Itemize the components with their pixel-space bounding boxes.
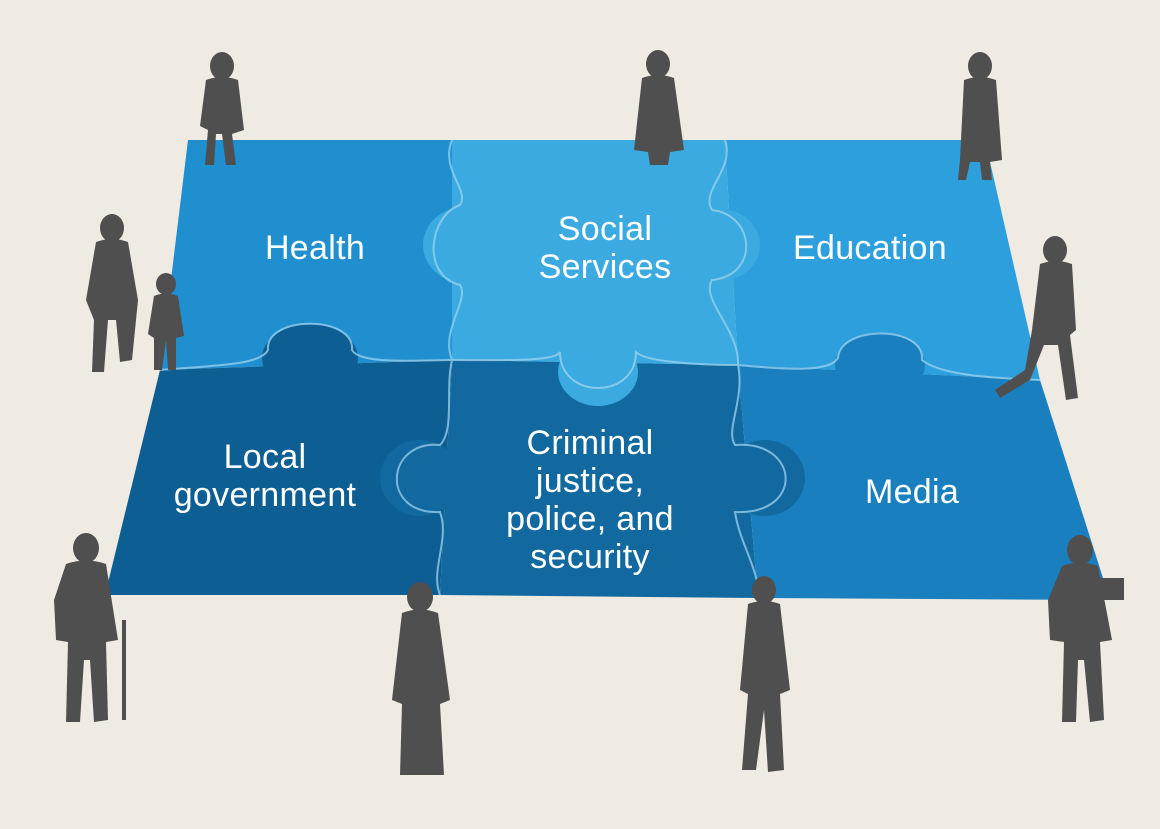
- figure-person-icon: [1048, 535, 1124, 722]
- puzzle-piece-health: [160, 140, 452, 370]
- label-local-government: Local government: [174, 438, 357, 514]
- knob-social-left: [423, 207, 507, 283]
- puzzle-piece-education: [725, 140, 1040, 380]
- knob-social-down: [558, 338, 638, 406]
- label-health-line: Health: [264, 229, 366, 267]
- puzzle-seams: [159, 139, 1041, 599]
- figure-person-icon: [958, 52, 1002, 180]
- puzzle-piece-media: [738, 365, 1110, 600]
- figure-child-icon: [148, 273, 184, 370]
- figure-person-icon: [392, 582, 450, 775]
- label-education: Education: [793, 229, 947, 267]
- figure-person-icon: [740, 576, 790, 772]
- figure-person-icon: [54, 533, 126, 722]
- figure-person-icon: [995, 236, 1078, 400]
- label-criminal-justice-line: security: [530, 538, 650, 576]
- label-criminal-justice-line: police, and: [506, 500, 674, 538]
- label-criminal-justice: Criminal justice, police, and security: [506, 424, 674, 576]
- label-local-government-line: Local: [223, 438, 307, 476]
- figure-person-icon: [86, 214, 138, 372]
- figure-person-icon: [634, 50, 684, 165]
- knob-education-down: [835, 333, 925, 397]
- puzzle-piece-local-government: [105, 360, 452, 595]
- figures: [54, 50, 1124, 775]
- puzzle-piece-social-services: [452, 140, 738, 365]
- figure-person-icon: [200, 52, 244, 165]
- label-health: Health: [265, 229, 365, 267]
- label-criminal-justice-line: Criminal: [526, 424, 654, 462]
- knob-criminal-left: [380, 440, 460, 516]
- puzzle-piece-criminal-justice: [440, 360, 758, 598]
- label-media-line: Media: [864, 473, 960, 511]
- label-criminal-justice-line: justice,: [535, 462, 645, 500]
- label-education-line: Education: [793, 229, 947, 267]
- label-social-services: Social Services: [539, 210, 672, 286]
- label-social-services-line: Social: [557, 210, 653, 248]
- label-media: Media: [865, 473, 959, 511]
- label-social-services-line: Services: [538, 248, 672, 286]
- knob-criminal-right: [725, 440, 805, 516]
- label-local-government-line: government: [173, 476, 357, 514]
- knob-social-right: [680, 209, 760, 281]
- knob-health-down: [262, 324, 358, 392]
